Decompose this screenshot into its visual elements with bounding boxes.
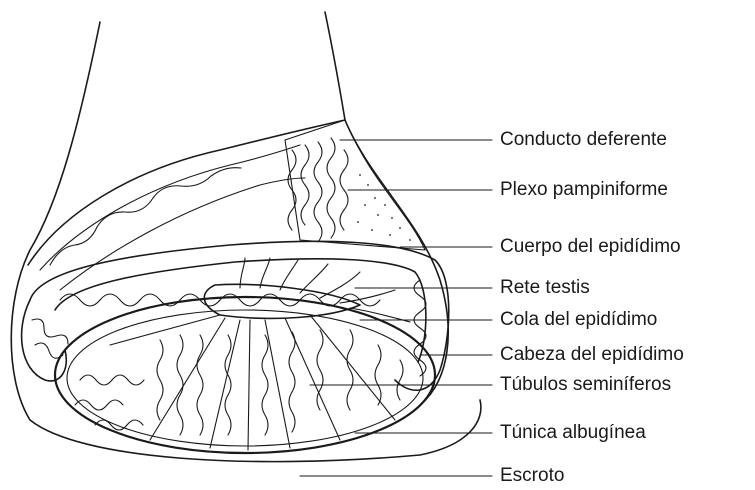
plexo-dots [357,174,411,241]
label-escroto: Escroto [500,465,564,487]
scrotum-outline [11,22,481,462]
label-cabeza-epididimo: Cabeza del epidídimo [500,344,684,366]
cord-left-loop [22,300,67,381]
leader-lines [300,140,492,476]
label-tubulos-seminiferos: Túbulos seminíferos [500,374,671,396]
label-conducto-deferente: Conducto deferente [500,129,667,151]
label-cuerpo-epididimo: Cuerpo del epidídimo [500,236,681,258]
efferent-ducts [240,258,410,322]
cord-sheath-outer [28,120,345,265]
seminiferous-tubules [75,330,403,435]
tunica-inner [67,310,423,446]
cord-vessel-wave [50,168,241,265]
label-tunica-albuginea: Túnica albugínea [500,422,646,444]
cord-sheath-lower [60,178,305,290]
label-cola-epididimo: Cola del epidídimo [500,309,657,331]
label-plexo-pampiniforme: Plexo pampiniforme [500,179,668,201]
plexo-squiggles [288,138,348,242]
spermatic-cord-right-edge [325,12,448,405]
label-rete-testis: Rete testis [500,277,590,299]
